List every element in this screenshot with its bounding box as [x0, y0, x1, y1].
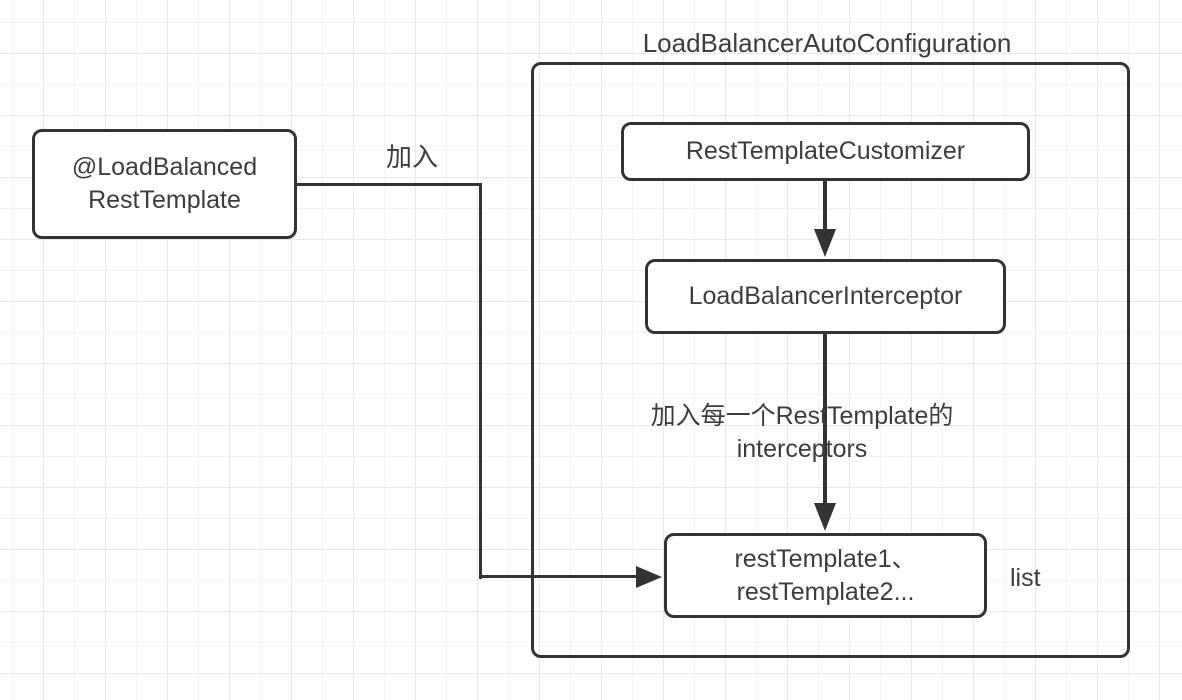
node-resttemplate-list: restTemplate1、 restTemplate2...: [664, 533, 987, 618]
node-label-line: restTemplate2...: [736, 577, 915, 606]
edge-resttemplate-to-list-segment-vertical: [478, 182, 482, 579]
loadbalancer-autoconfiguration-container-box: [531, 62, 1130, 658]
node-loadbalanced-resttemplate: @LoadBalanced RestTemplate: [32, 129, 297, 239]
container-title: LoadBalancerAutoConfiguration: [642, 28, 1012, 58]
arrowhead-down-icon: [814, 503, 836, 531]
node-label-line: restTemplate1、: [734, 544, 917, 573]
edge-resttemplate-to-list-segment-horizontal-bottom: [478, 574, 639, 578]
edge-label-line: interceptors: [736, 435, 868, 463]
edge-label-line: 加入每一个RestTemplate的: [650, 402, 954, 430]
edge-label-interceptors-note: 加入每一个RestTemplate的 interceptors: [622, 400, 982, 466]
node-label-line: @LoadBalanced: [71, 153, 258, 181]
node-label-line: RestTemplate: [88, 186, 241, 214]
edge-interceptor-to-list-line: [823, 333, 827, 507]
edge-customizer-to-interceptor-line: [823, 180, 827, 232]
arrowhead-down-icon: [814, 229, 836, 257]
arrowhead-right-icon: [636, 565, 662, 588]
edge-label-join: 加入: [386, 142, 439, 172]
node-label: RestTemplateCustomizer: [685, 137, 966, 165]
node-resttemplatecustomizer: RestTemplateCustomizer: [621, 122, 1030, 181]
edge-resttemplate-to-list-segment-horizontal-top: [295, 182, 482, 186]
node-loadbalancerinterceptor: LoadBalancerInterceptor: [645, 259, 1006, 334]
node-label: LoadBalancerInterceptor: [688, 282, 963, 310]
list-side-label: list: [1010, 564, 1041, 592]
